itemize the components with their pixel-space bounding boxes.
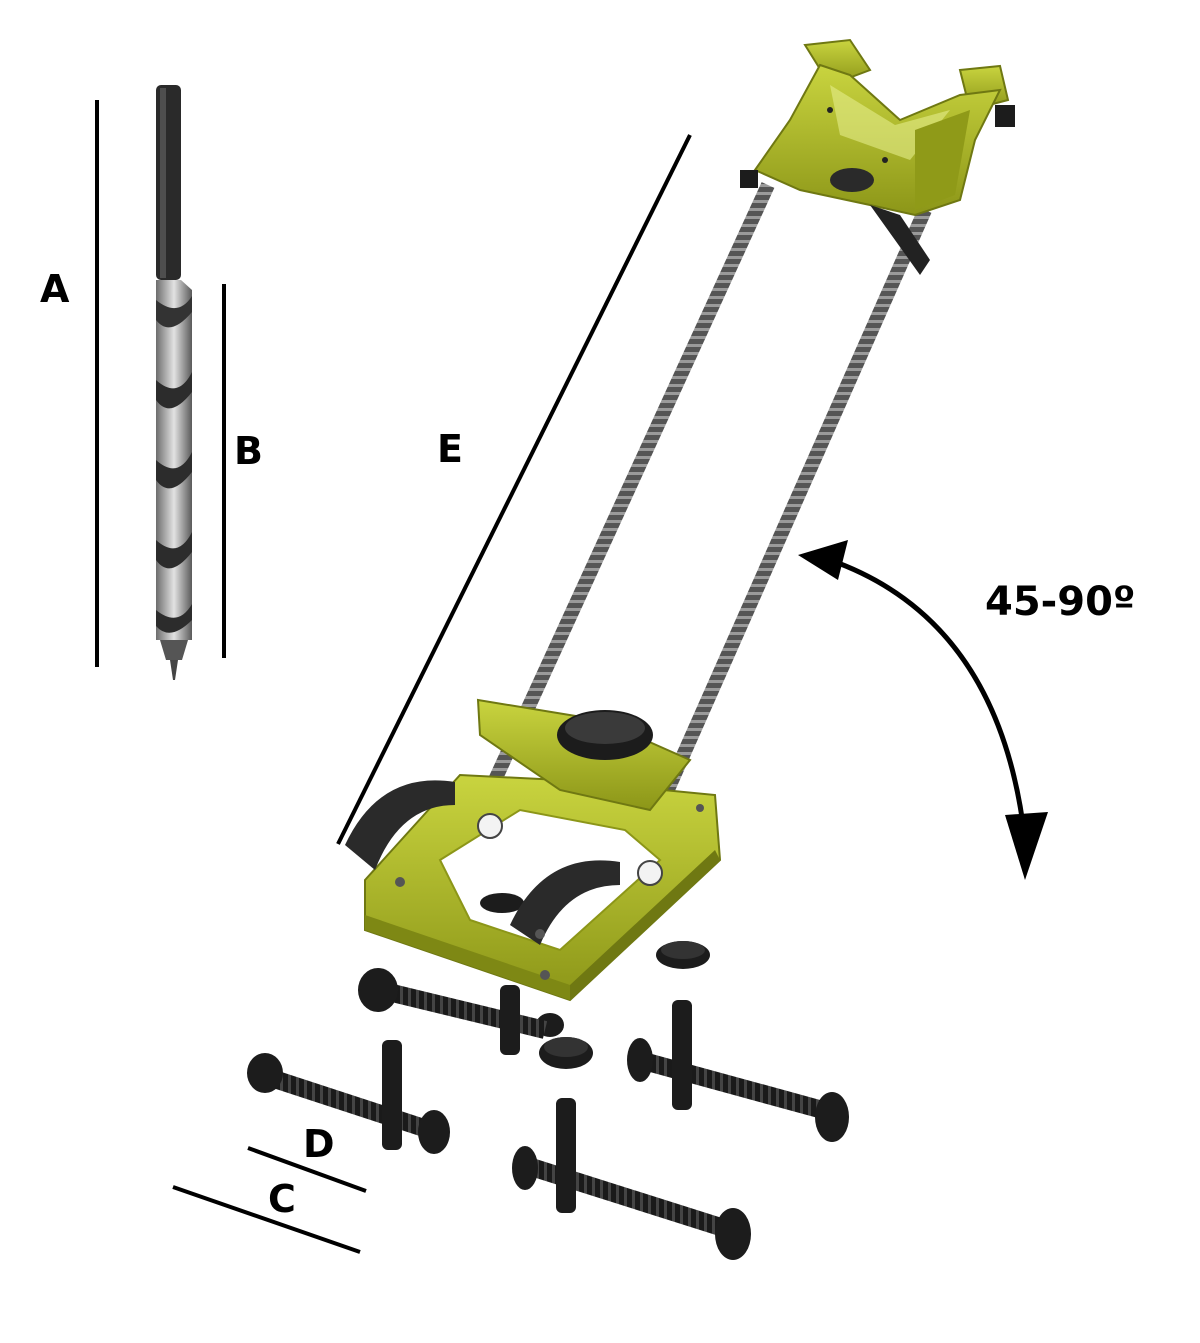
label-d: D	[303, 1122, 335, 1166]
bolt-2	[247, 1040, 450, 1154]
lock-lever-right	[510, 860, 620, 945]
auger-drill-bit	[156, 85, 192, 680]
label-c: C	[268, 1177, 296, 1221]
guide-rod-left	[488, 182, 775, 783]
base-knob	[480, 893, 524, 913]
label-a: A	[40, 267, 70, 311]
arrowhead-bottom	[1005, 812, 1048, 880]
label-b: B	[234, 429, 263, 473]
bolt-4	[512, 1098, 751, 1260]
arrowhead-top	[798, 540, 848, 580]
clamp-screw	[995, 105, 1015, 127]
bit-tip	[170, 660, 178, 680]
lock-lever-left	[345, 780, 455, 870]
base-plate-assembly	[345, 698, 722, 1002]
dimension-line-d	[247, 1146, 367, 1193]
mounting-hardware	[247, 941, 849, 1260]
clamp-lever	[870, 205, 930, 275]
guide-rod-right	[643, 207, 932, 833]
angle-label: 45-90º	[985, 579, 1136, 625]
bolt-3	[627, 1000, 849, 1142]
bit-shank	[156, 85, 181, 280]
dimension-line-e	[336, 134, 692, 845]
bolt-1	[358, 968, 548, 1055]
threaded-guide-rods	[488, 182, 932, 833]
clamp-hole	[830, 168, 874, 192]
angle-arrow	[798, 540, 1048, 880]
label-e: E	[437, 427, 463, 471]
top-drill-clamp	[740, 38, 1015, 275]
dimension-line-c	[172, 1185, 361, 1254]
bit-spiral	[156, 280, 192, 640]
